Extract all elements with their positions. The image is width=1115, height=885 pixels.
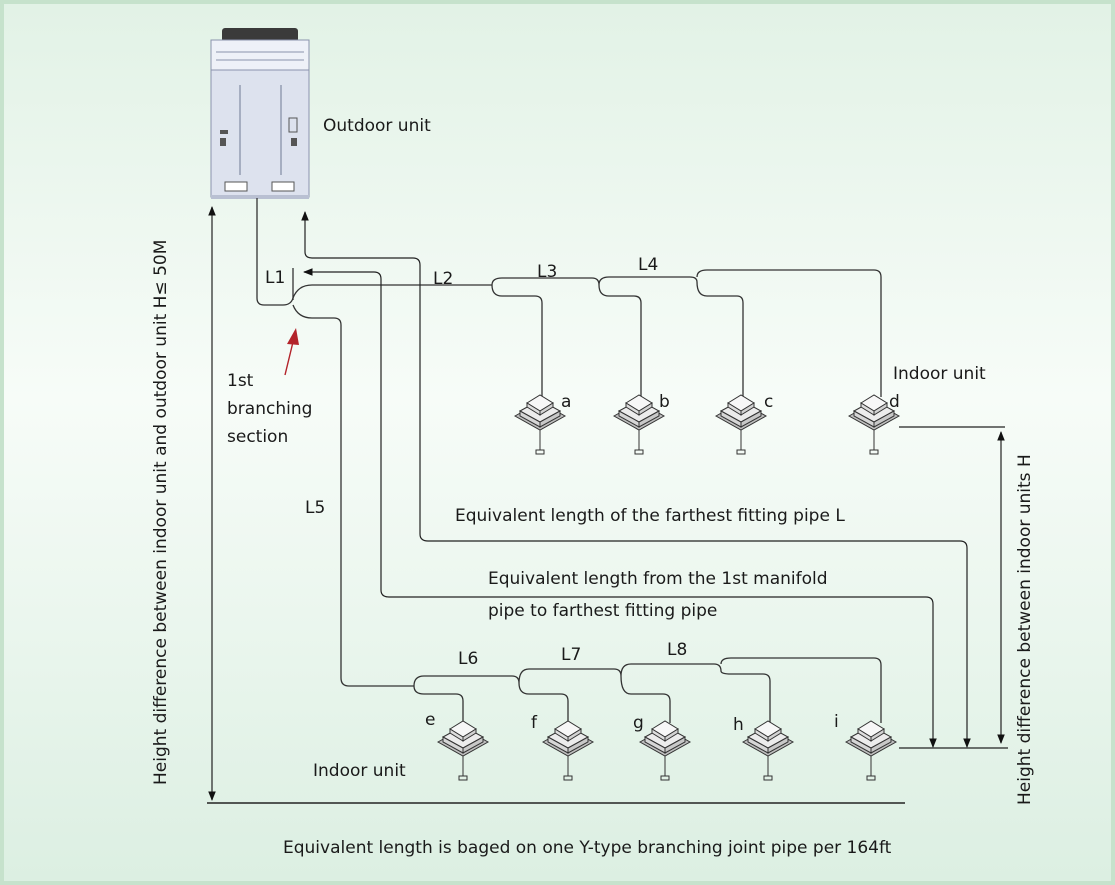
manifold-note-line1: Equivalent length from the 1st manifold <box>488 569 828 589</box>
segment-label-l3: L3 <box>537 262 557 282</box>
farthest-pipe-note: Equivalent length of the farthest fittin… <box>455 506 845 526</box>
unit-letter-g: g <box>633 713 644 733</box>
unit-letter-f: f <box>531 713 538 733</box>
branching-label-line3: section <box>227 427 288 447</box>
segment-label-l4: L4 <box>638 255 658 275</box>
segment-label-l6: L6 <box>458 649 478 669</box>
unit-letter-d: d <box>889 392 900 412</box>
indoor-unit-label-top: Indoor unit <box>893 364 986 384</box>
segment-label-l2: L2 <box>433 269 453 289</box>
unit-letter-h: h <box>733 715 744 735</box>
branching-label-line1: 1st <box>227 371 254 391</box>
footer-note: Equivalent length is baged on one Y-type… <box>283 838 892 858</box>
manifold-pipe-dimension <box>303 268 937 748</box>
unit-letter-c: c <box>764 392 773 412</box>
outdoor-unit-label: Outdoor unit <box>323 116 431 136</box>
manifold-note-line2: pipe to farthest fitting pipe <box>488 601 717 621</box>
segment-label-l8: L8 <box>667 640 687 660</box>
indoor-unit-label-bottom: Indoor unit <box>313 761 406 781</box>
branch-pointer-arrow <box>284 328 299 376</box>
segment-label-l7: L7 <box>561 645 581 665</box>
unit-letter-a: a <box>561 392 571 412</box>
branching-label-line2: branching <box>227 399 312 419</box>
indoor-height-label: Height difference between indoor units H <box>1015 454 1035 805</box>
outdoor-height-label: Height difference between indoor unit an… <box>151 240 171 785</box>
outdoor-unit-icon <box>210 28 310 199</box>
unit-letter-b: b <box>659 392 670 412</box>
segment-label-l5: L5 <box>305 498 325 518</box>
unit-letter-i: i <box>834 712 839 732</box>
unit-letter-e: e <box>425 710 435 730</box>
segment-label-l1: L1 <box>265 268 285 288</box>
